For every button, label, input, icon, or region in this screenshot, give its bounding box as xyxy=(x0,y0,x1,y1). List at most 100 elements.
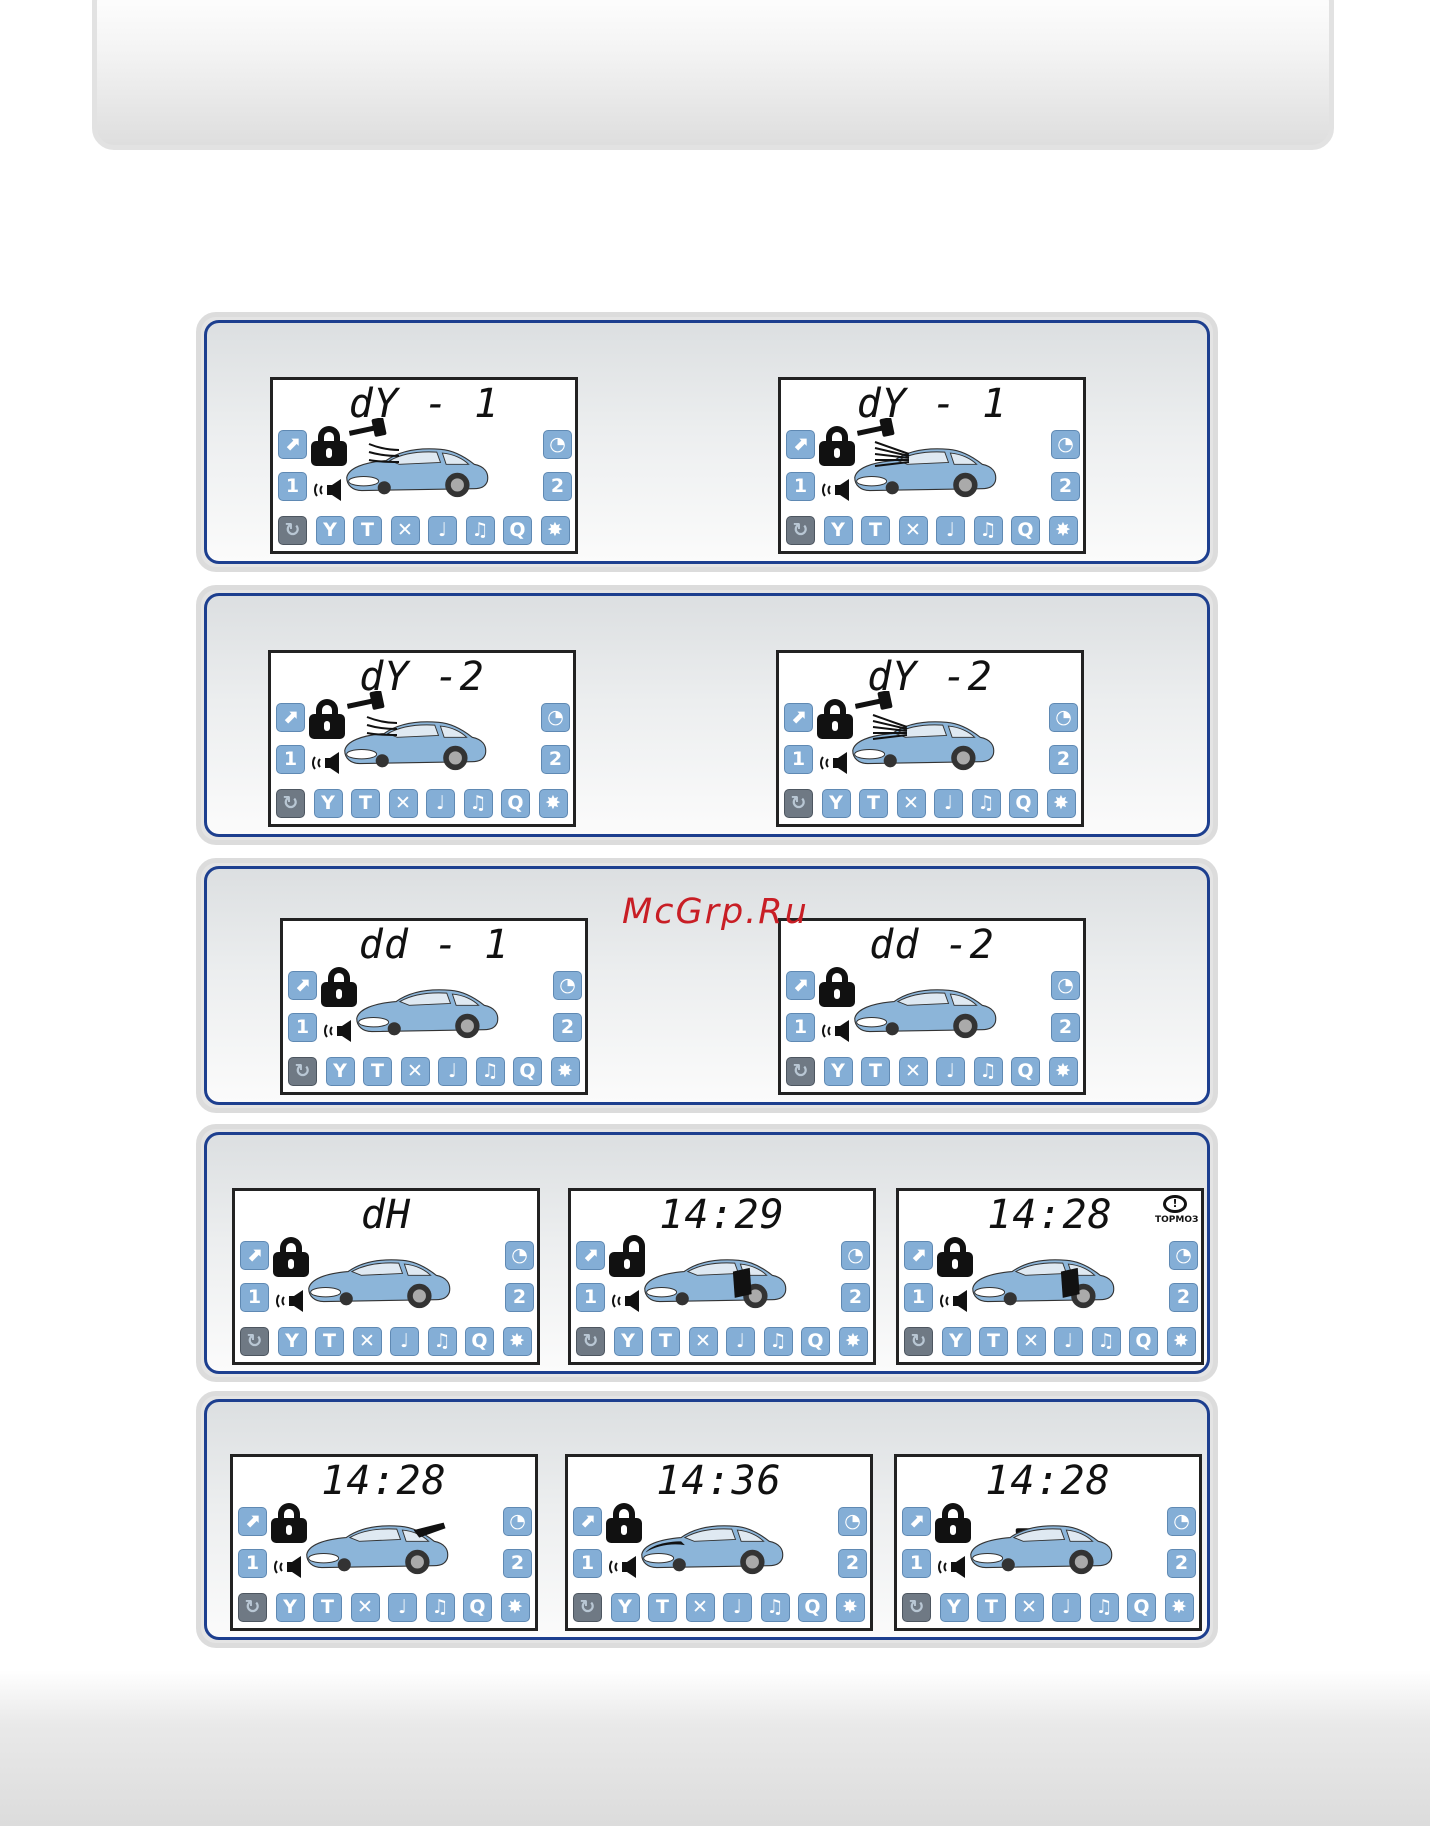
wrench-icon: Y xyxy=(941,1327,971,1356)
channel-1-icon: 1 xyxy=(576,1283,605,1312)
double-note-icon: ♫ xyxy=(973,1057,1003,1086)
channel-1-icon: 1 xyxy=(288,1013,317,1042)
siren-icon xyxy=(819,750,851,780)
siren-icon xyxy=(273,1554,305,1584)
alarm-car-icon: ✸ xyxy=(1164,1593,1194,1622)
impact-hammer-icon xyxy=(348,417,389,446)
lock-icon xyxy=(937,1237,973,1277)
channel-2-icon: 2 xyxy=(553,1013,582,1042)
tachometer-icon: ◔ xyxy=(838,1507,867,1536)
double-note-icon: ♫ xyxy=(425,1593,455,1622)
channel-2-icon: 2 xyxy=(543,472,572,501)
alarm-car-icon: ✸ xyxy=(502,1327,532,1356)
shock-waves-icon xyxy=(871,711,911,745)
double-note-icon: ♫ xyxy=(971,789,1001,818)
car-lift-icon: ⬈ xyxy=(240,1241,269,1270)
channel-1-icon: 1 xyxy=(240,1283,269,1312)
pager-icon: Q xyxy=(1127,1593,1156,1622)
double-note-icon: ♫ xyxy=(475,1057,505,1086)
double-note-icon: ♫ xyxy=(763,1327,793,1356)
alarm-car-icon: ✸ xyxy=(540,516,570,545)
refresh-icon: ↻ xyxy=(902,1593,931,1622)
channel-2-icon: 2 xyxy=(838,1549,867,1578)
channel-2-icon: 2 xyxy=(1051,1013,1080,1042)
car-icon xyxy=(303,1511,453,1585)
note-icon: ♩ xyxy=(426,789,455,818)
pager-icon: Q xyxy=(801,1327,830,1356)
hammer-icon: T xyxy=(313,1593,342,1622)
wrench-icon: Y xyxy=(823,516,853,545)
car-lift-icon: ⬈ xyxy=(288,971,317,1000)
wrench-icon: Y xyxy=(275,1593,305,1622)
refresh-icon: ↻ xyxy=(786,516,815,545)
note-icon: ♩ xyxy=(936,1057,965,1086)
lcd-text: dd - 1 xyxy=(358,922,510,968)
car-icon xyxy=(343,434,493,508)
siren-icon xyxy=(821,1018,853,1048)
cross-arrows-icon: ✕ xyxy=(898,516,928,545)
tachometer-icon: ◔ xyxy=(841,1241,870,1270)
wrench-icon: Y xyxy=(325,1057,355,1086)
lcd-text: 14:28 xyxy=(987,1192,1113,1238)
wrench-icon: Y xyxy=(277,1327,307,1356)
alarm-car-icon: ✸ xyxy=(838,1327,868,1356)
channel-1-icon: 1 xyxy=(786,472,815,501)
note-icon: ♩ xyxy=(1052,1593,1081,1622)
hammer-icon: T xyxy=(351,789,380,818)
car-icon xyxy=(967,1511,1117,1585)
refresh-icon: ↻ xyxy=(904,1327,933,1356)
lcd-text: dY -2 xyxy=(359,654,485,700)
refresh-icon: ↻ xyxy=(240,1327,269,1356)
tachometer-icon: ◔ xyxy=(505,1241,534,1270)
note-icon: ♩ xyxy=(438,1057,467,1086)
watermark: McGrp.Ru xyxy=(622,892,809,932)
car-lift-icon: ⬈ xyxy=(573,1507,602,1536)
hammer-icon: T xyxy=(861,1057,890,1086)
note-icon: ♩ xyxy=(428,516,457,545)
refresh-icon: ↻ xyxy=(238,1593,267,1622)
refresh-icon: ↻ xyxy=(573,1593,602,1622)
header-box xyxy=(92,0,1334,150)
car-icon xyxy=(638,1511,788,1585)
pager-icon: Q xyxy=(463,1593,492,1622)
lcd-text: 14:28 xyxy=(321,1458,447,1504)
car-lift-icon: ⬈ xyxy=(238,1507,267,1536)
refresh-icon: ↻ xyxy=(784,789,813,818)
shock-waves-icon xyxy=(363,711,403,745)
channel-1-icon: 1 xyxy=(238,1549,267,1578)
double-note-icon: ♫ xyxy=(465,516,495,545)
channel-2-icon: 2 xyxy=(1169,1283,1198,1312)
lock-icon xyxy=(819,967,855,1007)
hammer-icon: T xyxy=(859,789,888,818)
lcd-text: dY -2 xyxy=(867,654,993,700)
car-icon xyxy=(851,975,1001,1049)
siren-icon xyxy=(611,1288,643,1318)
lcd-text: 14:36 xyxy=(656,1458,782,1504)
lcd-text: 14:29 xyxy=(659,1192,785,1238)
refresh-icon: ↻ xyxy=(276,789,305,818)
cross-arrows-icon: ✕ xyxy=(1016,1327,1046,1356)
channel-2-icon: 2 xyxy=(1167,1549,1196,1578)
wrench-icon: Y xyxy=(313,789,343,818)
cross-arrows-icon: ✕ xyxy=(390,516,420,545)
shock-waves-icon xyxy=(365,438,405,472)
lcd-text: 14:28 xyxy=(985,1458,1111,1504)
refresh-icon: ↻ xyxy=(278,516,307,545)
channel-1-icon: 1 xyxy=(786,1013,815,1042)
pager-icon: Q xyxy=(1129,1327,1158,1356)
car-icon xyxy=(969,1245,1119,1319)
cross-arrows-icon: ✕ xyxy=(350,1593,380,1622)
lock-icon xyxy=(321,967,357,1007)
note-icon: ♩ xyxy=(388,1593,417,1622)
wrench-icon: Y xyxy=(613,1327,643,1356)
refresh-icon: ↻ xyxy=(288,1057,317,1086)
alarm-car-icon: ✸ xyxy=(1048,1057,1078,1086)
